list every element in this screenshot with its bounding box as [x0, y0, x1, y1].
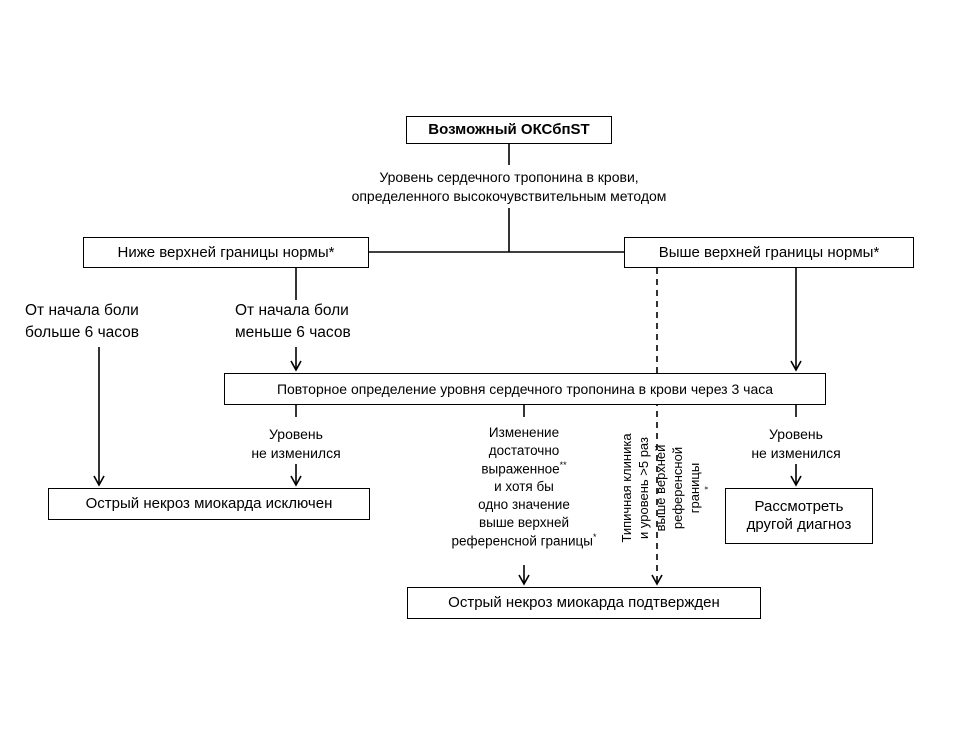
- change-line3-text: выраженное: [481, 461, 560, 477]
- troponin-label-line2: определенного высокочувствительным метод…: [351, 187, 667, 204]
- typical-line2: и уровень >5 раз: [635, 437, 651, 539]
- change-line7-text: референсной границы: [451, 533, 593, 549]
- unchanged-left-line1: Уровень: [269, 426, 323, 442]
- unchanged-right-line2: не изменился: [751, 444, 841, 461]
- change-label: Изменение достаточно выраженное** и хотя…: [424, 424, 624, 551]
- below-normal-box: Ниже верхней границы нормы*: [83, 237, 369, 268]
- less-than-6h-label: От начала боли меньше 6 часов: [235, 300, 351, 345]
- typical-line5-mark: *: [703, 486, 714, 490]
- unchanged-right-line1: Уровень: [769, 426, 823, 442]
- change-line6: выше верхней: [478, 515, 570, 531]
- unchanged-left-label: Уровень не изменился: [216, 425, 376, 463]
- change-line2: достаточно: [488, 442, 560, 458]
- more6-line1: От начала боли: [25, 302, 139, 319]
- unchanged-left-line2: не изменился: [251, 444, 341, 461]
- troponin-label: Уровень сердечного тропонина в крови, оп…: [260, 168, 758, 206]
- typical-line3: выше верхней: [652, 444, 668, 532]
- troponin-label-line1: Уровень сердечного тропонина в крови,: [379, 169, 639, 185]
- other-dx-line1: Рассмотреть: [754, 498, 844, 515]
- change-line4: и хотя бы: [494, 479, 554, 495]
- change-line7-mark: *: [592, 532, 597, 543]
- unchanged-right-label: Уровень не изменился: [716, 425, 876, 463]
- typical-line5-text: границы: [686, 462, 702, 514]
- change-line3-mark: **: [559, 459, 567, 470]
- more-than-6h-label: От начала боли больше 6 часов: [25, 300, 139, 345]
- typical-line4: референсной: [669, 446, 685, 530]
- less6-line2: меньше 6 часов: [235, 324, 351, 342]
- typical-line1: Типичная клиника: [619, 433, 634, 543]
- more6-line2: больше 6 часов: [25, 324, 140, 342]
- change-line7: референсной границы*: [424, 532, 624, 550]
- change-line3: выраженное**: [424, 460, 624, 478]
- other-dx-line2: другой диагноз: [746, 516, 852, 533]
- typical-label-rotated: Типичная клиника и уровень >5 раз выше в…: [619, 418, 722, 558]
- necrosis-confirmed-box: Острый некроз миокарда подтвержден: [407, 587, 761, 619]
- above-normal-box: Выше верхней границы нормы*: [624, 237, 914, 268]
- repeat-test-box: Повторное определение уровня сердечного …: [224, 373, 826, 405]
- other-diagnosis-box: Рассмотреть другой диагноз: [725, 488, 873, 544]
- less6-line1: От начала боли: [235, 302, 349, 319]
- change-line5: одно значение: [478, 497, 570, 513]
- change-line1: Изменение: [488, 425, 560, 440]
- title-box: Возможный ОКСбпST: [406, 116, 612, 144]
- necrosis-excluded-box: Острый некроз миокарда исключен: [48, 488, 370, 520]
